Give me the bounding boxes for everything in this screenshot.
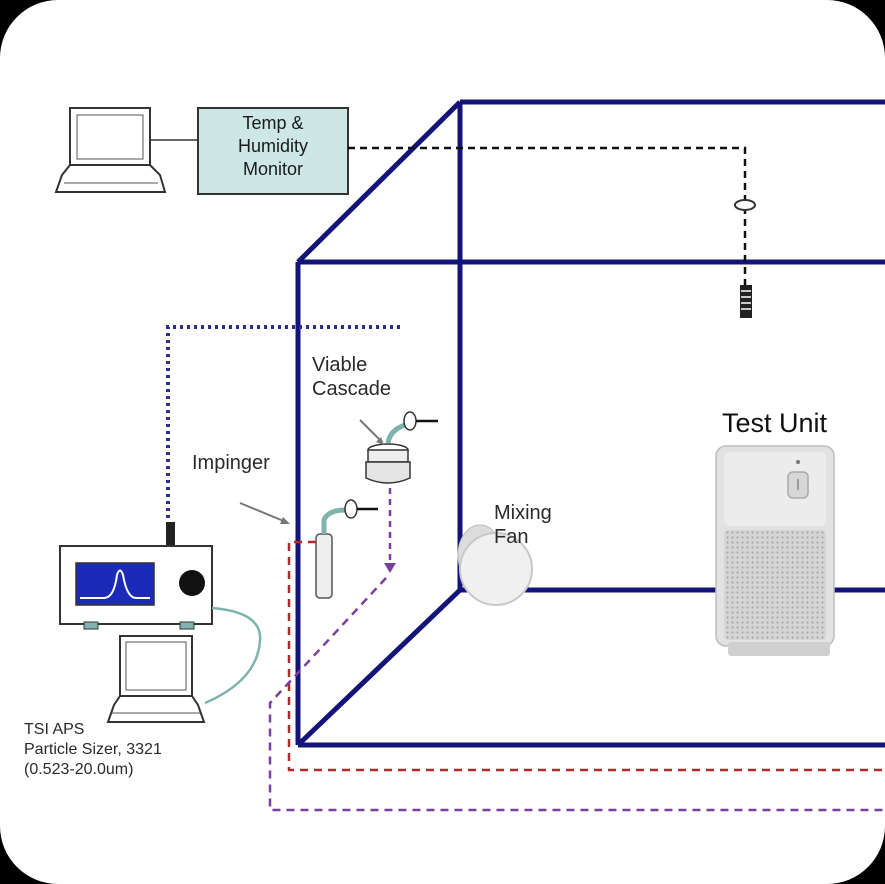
impinger-pointer [239,502,287,523]
sensor-cable [348,146,747,285]
cascade-pointer [359,419,383,443]
viable-cascade-icon [365,411,438,484]
aps-sampling-line [166,325,400,523]
cascade-pointer-head [376,437,384,445]
aps-label: TSI APS Particle Sizer, 3321 (0.523-20.0… [24,721,162,778]
sensor-clip-icon [734,199,756,211]
mixing-fan-label: Mixing Fan [494,502,552,548]
test-chamber [295,99,885,748]
cascade-outlet-arrow [384,563,396,573]
laptop-icon [54,107,167,193]
particle-sizer-icon [59,522,213,630]
temp-humidity-monitor-box [197,107,349,195]
mixing-fan-icon [457,524,533,606]
air-purifier-icon [715,445,835,656]
thermometer-sensor-icon [740,285,752,318]
aps-data-cable [204,606,262,705]
impinger-pointer-head [280,517,290,524]
test-unit-label: Test Unit [722,408,828,438]
cascade-exhaust-line [268,577,885,812]
impinger-exhaust-line [287,540,885,772]
temp-humidity-monitor-label: Temp & Humidity Monitor [237,113,308,179]
impinger-icon [315,499,378,599]
viable-cascade-label: Viable Cascade [312,354,391,400]
laptop-icon [106,635,206,723]
impinger-label: Impinger [192,452,270,474]
